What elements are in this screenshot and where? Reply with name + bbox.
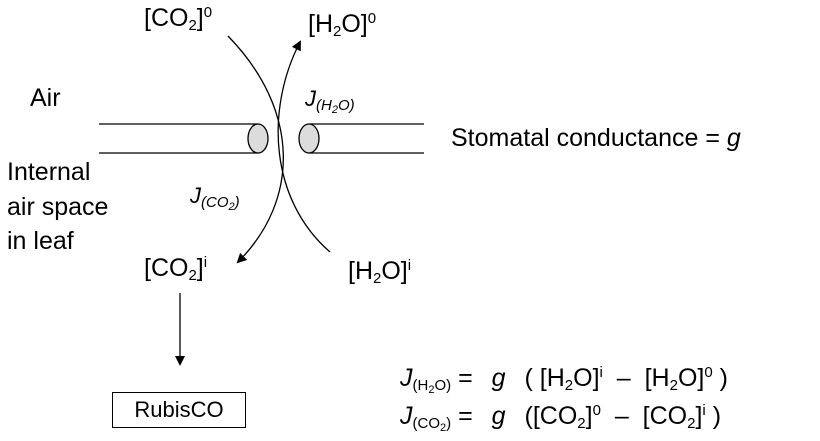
h2o-outside-label: [H2O]0 [308, 10, 377, 40]
equation-h2o: J(H2O) = g ( [H2O]i – [H2O]0 ) [400, 364, 728, 396]
internal-label-line3: in leaf [7, 227, 74, 255]
rubisco-label: RubisCO [134, 397, 224, 422]
co2-flux-label: J(CO2) [190, 183, 240, 213]
h2o-flux-arrow [277, 40, 331, 253]
co2-flux-arrow [227, 35, 284, 264]
stomatal-conductance-label: Stomatal conductance = g [451, 124, 741, 152]
h2o-inside-label: [H2O]i [348, 257, 412, 287]
co2-inside-label: [CO2]i [144, 254, 208, 284]
h2o-flux-label: J(H2O) [305, 86, 355, 116]
guard-cell-right [298, 123, 320, 154]
rubisco-box: RubisCO [112, 392, 246, 428]
internal-label-line2: air space [7, 193, 109, 221]
air-label: Air [30, 84, 61, 112]
guard-cell-left [247, 123, 269, 154]
equation-co2: J(CO2) = g ([CO2]0 – [CO2]i ) [400, 402, 722, 434]
co2-outside-label: [CO2]0 [144, 4, 213, 34]
conductance-symbol: g [726, 124, 741, 152]
internal-label-line1: Internal [7, 158, 91, 186]
